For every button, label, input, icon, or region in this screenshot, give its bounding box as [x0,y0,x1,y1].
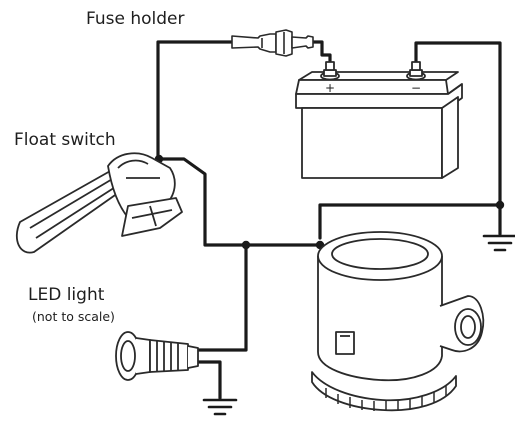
led-light [115,331,199,381]
ground-symbol-led [202,398,238,416]
wire-led-positive [190,243,248,352]
led-light-note: (not to scale) [32,309,115,324]
wire-battery-negative-to-ground [414,41,502,236]
junction-led-branch [241,240,251,250]
wire-pump-negative [318,203,502,240]
battery-terminal-negative [406,61,426,81]
led-light-label: LED light [28,285,105,305]
battery-body [301,107,443,179]
fuse-holder-label: Fuse holder [86,9,185,29]
ground-symbol-right [482,234,515,252]
wire-switch-to-fuse [156,40,240,162]
float-switch [15,152,183,254]
junctions [154,154,505,250]
wire-led-ground [194,360,222,400]
pump-strainer-slots [325,386,447,411]
battery-positive-symbol: + [325,81,335,95]
wire-switch-output [160,157,322,247]
battery [295,61,463,179]
wire-fuse-to-battery-positive [298,40,332,68]
battery-negative-symbol: − [411,81,421,95]
float-switch-label: Float switch [14,130,116,150]
bilge-pump [311,231,485,412]
fuse-holder [231,29,314,57]
battery-terminal-positive [320,61,340,81]
junction-ground-right [495,200,505,210]
